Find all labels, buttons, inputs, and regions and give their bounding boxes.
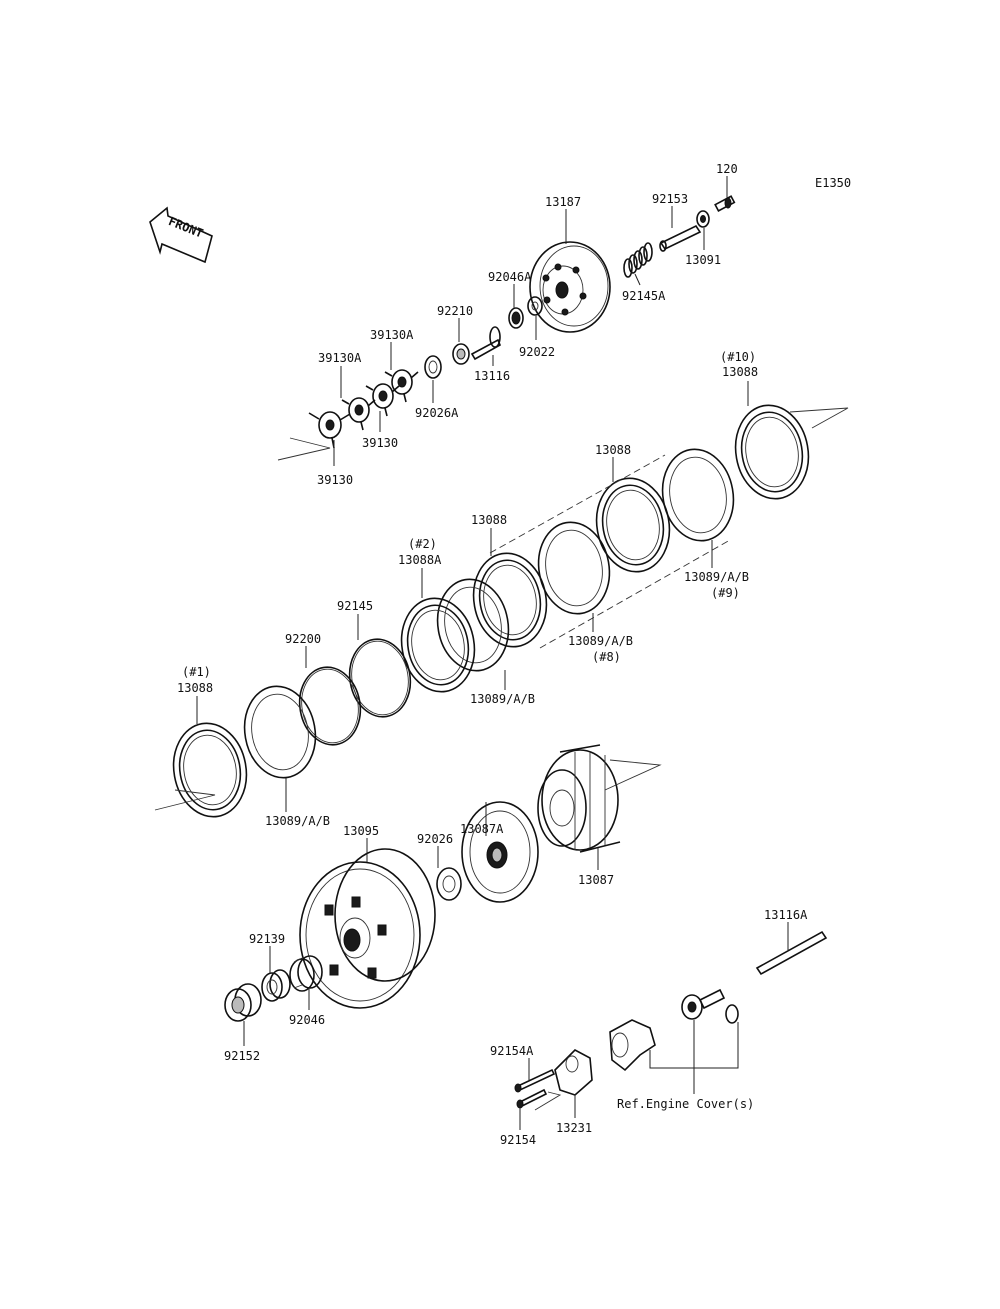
label-13088a: 13088A xyxy=(398,553,442,567)
steel-plate-13089-2 xyxy=(436,578,510,672)
label-13116: 13116 xyxy=(474,369,510,383)
pressure-plate-13187 xyxy=(529,241,611,333)
label-92046: 92046 xyxy=(289,1013,325,1027)
label-92210: 92210 xyxy=(437,304,473,318)
spacer-92152 xyxy=(224,983,262,1022)
label-p2: (#2) xyxy=(408,537,437,551)
label-92200: 92200 xyxy=(285,632,321,646)
axis-markers xyxy=(154,407,849,1111)
bearing-92046a xyxy=(508,307,524,329)
spring-washer-39130a-2 xyxy=(341,397,376,431)
label-13087a: 13087A xyxy=(460,822,504,836)
pin-92153 xyxy=(659,224,702,252)
label-p1: (#1) xyxy=(182,665,211,679)
friction-plate-13088-10 xyxy=(734,404,810,500)
stack-guide-lines xyxy=(489,454,731,649)
ref-engine-cover-label: Ref.Engine Cover(s) xyxy=(617,1097,754,1111)
label-p10: (#10) xyxy=(720,350,756,364)
label-92152: 92152 xyxy=(224,1049,260,1063)
diagram-code: E1350 xyxy=(815,176,851,190)
label-13087: 13087 xyxy=(578,873,614,887)
label-13089-8: 13089/A/B xyxy=(568,634,633,648)
nut-92210 xyxy=(452,343,470,365)
spring-ring-92145 xyxy=(348,638,412,718)
front-label: FRONT xyxy=(166,214,205,241)
label-p8: (#8) xyxy=(592,650,621,664)
label-92046a: 92046A xyxy=(488,270,532,284)
label-39130a-2: 39130A xyxy=(318,351,362,365)
label-13088-1: 13088 xyxy=(177,681,213,695)
washer-92022 xyxy=(527,296,543,316)
bolt-120 xyxy=(714,195,736,212)
spring-92145a xyxy=(623,242,653,278)
label-92154: 92154 xyxy=(500,1133,536,1147)
steel-plate-13089-8 xyxy=(537,521,611,615)
spring-washer-39130-2 xyxy=(308,411,351,449)
friction-plate-13088-1 xyxy=(172,722,248,818)
bolt-92154a xyxy=(514,1068,556,1093)
friction-plate-13088-mid xyxy=(595,477,671,573)
leader-lines xyxy=(196,176,789,1130)
spring-washer-39130-1 xyxy=(365,383,400,417)
collar-13091 xyxy=(696,210,710,228)
part-labels: 120 92153 13091 13187 92145A 92046A 9221… xyxy=(177,162,808,1147)
steel-plate-13089-1 xyxy=(243,685,317,779)
label-p9: (#9) xyxy=(711,586,740,600)
label-13089-2: 13089/A/B xyxy=(470,692,535,706)
label-92022: 92022 xyxy=(519,345,555,359)
label-13231: 13231 xyxy=(556,1121,592,1135)
washer-92026a xyxy=(424,355,442,379)
label-92145a: 92145A xyxy=(622,289,666,303)
label-120: 120 xyxy=(716,162,738,176)
label-39130-2: 39130 xyxy=(317,473,353,487)
label-39130a-1: 39130A xyxy=(370,328,414,342)
clutch-hub-13087 xyxy=(537,744,621,853)
release-lever-assembly xyxy=(609,988,739,1072)
rod-13116a xyxy=(755,930,828,976)
needle-bearing-92046 xyxy=(289,955,323,992)
clutch-housing-13095 xyxy=(299,848,436,1009)
spring-washer-39130a-1 xyxy=(384,369,419,403)
label-13091: 13091 xyxy=(685,253,721,267)
label-13088-mid: 13088 xyxy=(595,443,631,457)
label-13088-10: 13088 xyxy=(722,365,758,379)
label-13095: 13095 xyxy=(343,824,379,838)
label-13089-1: 13089/A/B xyxy=(265,814,330,828)
friction-plate-13088-3 xyxy=(472,552,548,648)
hub-plate-13087a xyxy=(461,801,539,903)
ring-92200 xyxy=(298,666,362,746)
label-92154a: 92154A xyxy=(490,1044,534,1058)
cover-13231 xyxy=(554,1049,593,1096)
label-92145: 92145 xyxy=(337,599,373,613)
collar-92139 xyxy=(261,969,291,1002)
washer-92026 xyxy=(436,867,462,901)
label-92026a: 92026A xyxy=(415,406,459,420)
front-arrow-icon: FRONT xyxy=(149,206,213,264)
label-92153: 92153 xyxy=(652,192,688,206)
label-13187: 13187 xyxy=(545,195,581,209)
label-13088-3: 13088 xyxy=(471,513,507,527)
label-92139: 92139 xyxy=(249,932,285,946)
label-13089-9: 13089/A/B xyxy=(684,570,749,584)
label-39130-1: 39130 xyxy=(362,436,398,450)
bolt-92154 xyxy=(516,1088,548,1109)
steel-plate-13089-9 xyxy=(661,448,735,542)
label-92026: 92026 xyxy=(417,832,453,846)
pushrod-13116 xyxy=(470,326,502,361)
friction-plate-13088a-2 xyxy=(400,597,476,693)
label-13116a: 13116A xyxy=(764,908,808,922)
